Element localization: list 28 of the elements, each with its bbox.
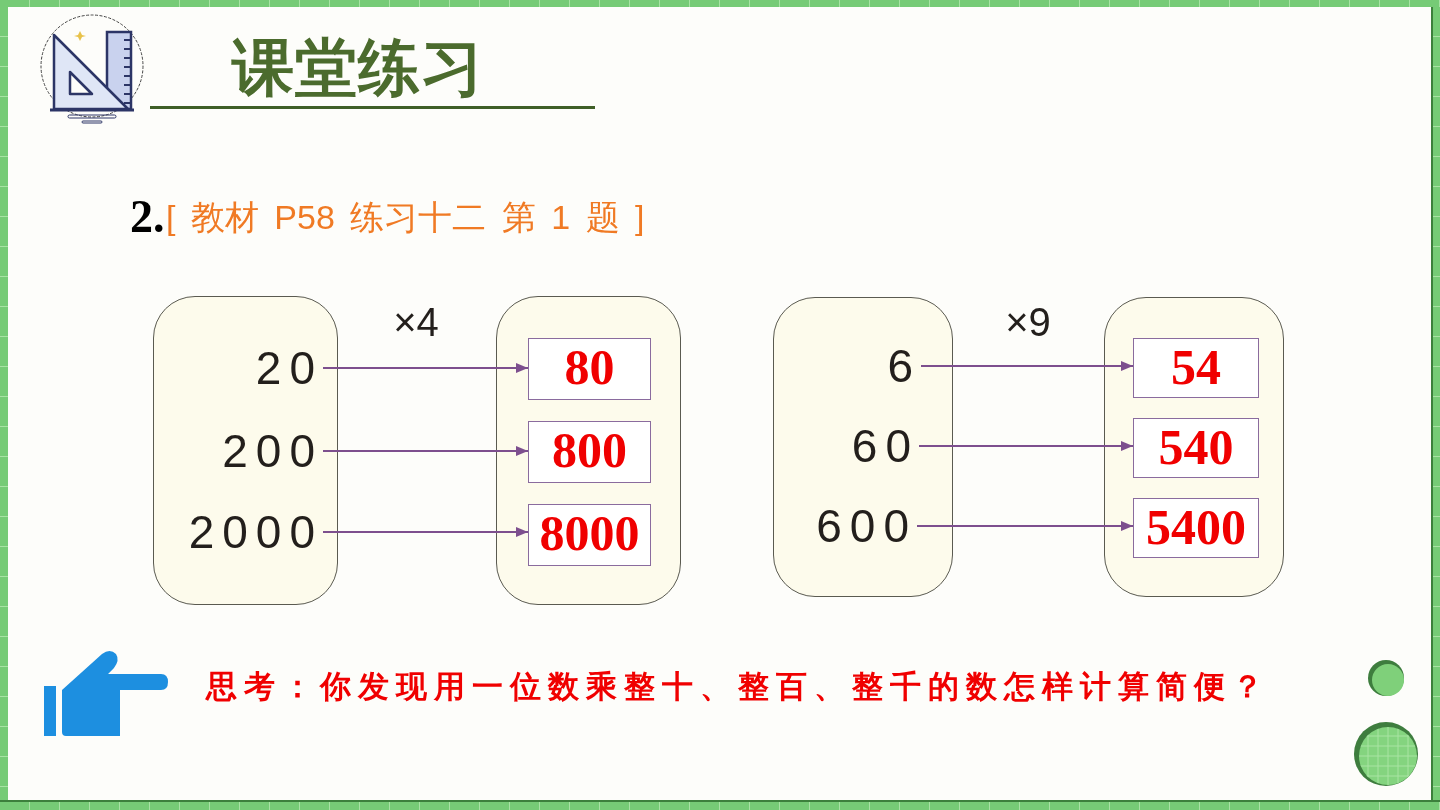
answer-box: 8000 [528, 504, 651, 566]
factor-number: 6 [887, 341, 921, 391]
arrow [918, 441, 1134, 451]
answer-box: 540 [1133, 418, 1259, 478]
multiplier-label: ×4 [393, 300, 439, 345]
rounded-panel [496, 296, 681, 605]
rounded-panel [773, 297, 953, 597]
answer-box: 80 [528, 338, 651, 400]
multiplier-label: ×9 [1005, 300, 1051, 345]
factor-number: 20 [255, 343, 323, 393]
answer-box: 54 [1133, 338, 1259, 398]
arrow [916, 521, 1134, 531]
question-number: 2. [130, 190, 165, 243]
arrow [920, 361, 1134, 371]
arrow [322, 363, 529, 373]
question-text: 思考：你发现用一位数乘整十、整百、整千的数怎样计算简便？ [206, 668, 1270, 706]
page-title: 课堂练习 [232, 36, 484, 100]
factor-number: 200 [222, 426, 323, 476]
factor-number: 600 [816, 501, 917, 551]
arrow [322, 527, 529, 537]
answer-box: 800 [528, 421, 651, 483]
rounded-panel [153, 296, 338, 605]
arrow [322, 446, 529, 456]
rounded-panel [1104, 297, 1284, 597]
factor-number: 2000 [188, 507, 323, 557]
source-reference: [ 教材 P58 练习十二 第 1 题 ] [166, 197, 645, 238]
answer-box: 5400 [1133, 498, 1259, 558]
factor-number: 60 [851, 421, 919, 471]
